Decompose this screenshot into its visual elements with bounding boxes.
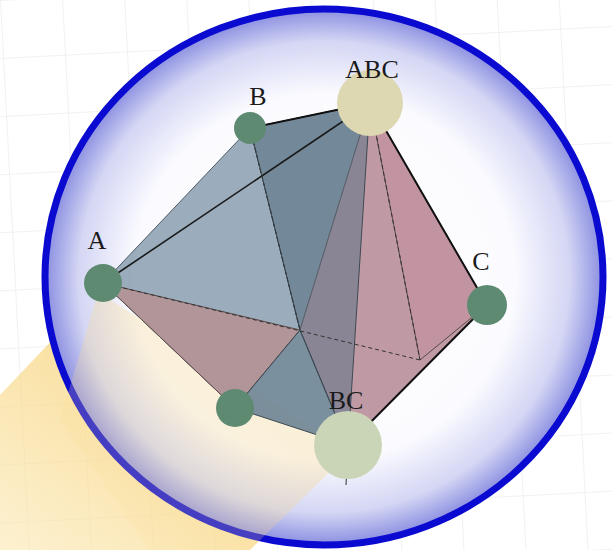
vertex-label: C [472, 249, 489, 275]
vertex-dot [234, 112, 266, 144]
vertex-label: B [249, 84, 266, 110]
vertex-label: ABC [345, 57, 398, 83]
vertex-label: A [88, 228, 107, 254]
vertex-dot [84, 264, 122, 302]
vertex-label: BC [329, 388, 364, 414]
polyhedron [103, 103, 487, 485]
vertex-dot [467, 285, 507, 325]
vertex-dots [84, 70, 507, 479]
vertex-dot [216, 389, 254, 427]
vertex-dot [314, 411, 382, 479]
